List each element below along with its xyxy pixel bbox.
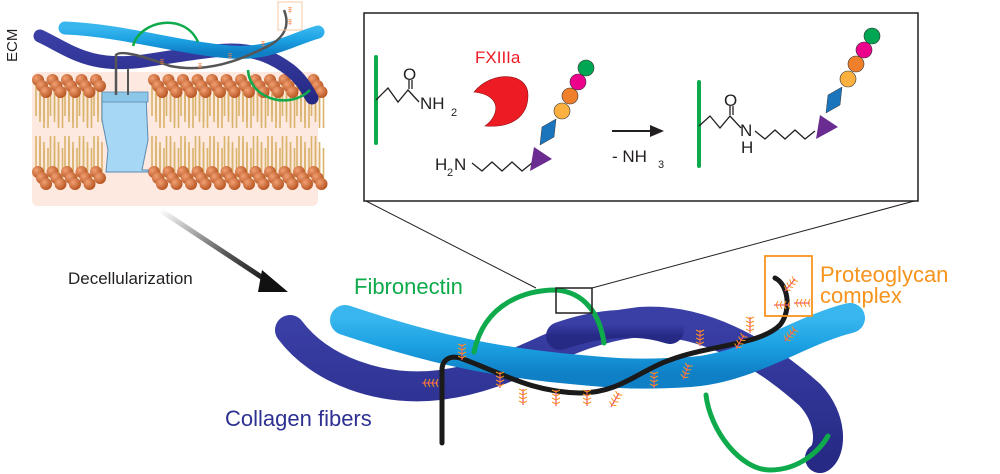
ecm-label: ECM [4, 29, 21, 62]
reactant1-subscript: 2 [451, 107, 457, 119]
proteoglycan-box [764, 255, 813, 317]
lipid-head [156, 86, 168, 98]
zoom-region-box [555, 287, 593, 314]
enzyme-label: FXIIIa [475, 48, 521, 67]
zoom-line-right [591, 199, 919, 289]
byproduct-label: - NH [612, 147, 647, 166]
lipid-head [185, 178, 197, 190]
glycan-circle-icon [839, 70, 857, 88]
glycan-circle-icon [553, 102, 571, 120]
cell-membrane-panel [32, 1, 328, 206]
product-chain-right [754, 129, 816, 140]
lipid-head [156, 178, 168, 190]
glycan-circle-icon [847, 55, 865, 73]
decellularization-arrow-head [258, 270, 288, 292]
lipid-head [257, 86, 270, 98]
fibronectin-label: Fibronectin [354, 274, 463, 299]
proteoglycan-side-chain-icon [745, 316, 755, 334]
collagen-fiber-light [330, 303, 865, 389]
glycan-circle-icon [569, 73, 587, 91]
lipid-head [286, 178, 299, 190]
lipid-head [40, 86, 52, 98]
byproduct-subscript: 3 [658, 159, 664, 171]
collagen-label: Collagen fibers [225, 406, 372, 431]
lipid-head [185, 86, 197, 98]
lipid-head [257, 178, 270, 190]
lipid-head [243, 178, 255, 190]
proteoglycan-side-chain-icon [793, 298, 811, 308]
glycan-triangle-icon [816, 115, 838, 139]
reactant1-oxygen: O [403, 65, 416, 84]
lipid-head [272, 86, 284, 98]
lipid-head [170, 86, 183, 98]
glycan-diamond-icon [825, 86, 843, 114]
proteoglycan-side-chain-icon [606, 390, 624, 410]
product-hydrogen: H [741, 138, 753, 157]
lipid-head [315, 86, 328, 98]
reactant2-h: H [435, 155, 447, 174]
lipid-head [40, 178, 52, 190]
lipid-head [94, 172, 106, 184]
reaction-inset: O NH 2 FXIIIa H 2 N - NH 3 O N H [363, 12, 919, 289]
lipid-head [286, 86, 299, 98]
lipid-head [54, 178, 67, 190]
inset-box [363, 12, 919, 202]
proteoglycan-label-line1: Proteoglycan [820, 262, 948, 287]
lipid-head [214, 178, 226, 190]
mini-fibronectin [131, 21, 200, 47]
glycan-circle-icon [855, 41, 873, 59]
lipid-head [199, 86, 212, 98]
lipid-head [315, 178, 328, 190]
mini-proteoglycan-box [277, 1, 303, 31]
mini-fibronectin-2 [246, 69, 311, 102]
reactant2-n: N [454, 155, 466, 174]
collagen-fiber-dark-over [546, 309, 684, 350]
product-chain-left [698, 115, 742, 130]
lipid-head [83, 178, 96, 190]
enzyme-icon [473, 76, 529, 127]
decellularization-label: Decellularization [68, 269, 193, 288]
glycan-diamond-icon [539, 118, 557, 146]
mini-proteoglycan-core [114, 9, 288, 95]
reactant1-amine: NH [420, 94, 445, 113]
lipid-head [83, 86, 96, 98]
fibronectin-arc-2 [703, 392, 831, 473]
zoom-line-left [363, 199, 537, 289]
reactant2-subscript: 2 [447, 167, 453, 179]
proteoglycan-core [439, 275, 790, 446]
lipid-head [272, 178, 284, 190]
lipid-head [69, 86, 81, 98]
decellularization-arrow-shaft [158, 207, 274, 287]
glycan-circle-icon [577, 59, 595, 77]
glycan-circle-icon [561, 87, 579, 105]
lipid-head [214, 86, 226, 98]
lipid-head [170, 178, 183, 190]
lipid-head [301, 178, 313, 190]
reaction-arrow-head [650, 125, 664, 137]
glycan-triangle-icon [530, 147, 552, 171]
proteoglycan-side-chain-icon [518, 388, 528, 406]
lipid-head [243, 86, 255, 98]
lipid-head [199, 178, 212, 190]
glycan-product [816, 27, 881, 139]
lipid-head [54, 86, 67, 98]
membrane-protein-cap [101, 91, 149, 103]
mini-pg [287, 18, 293, 26]
glycan-reactant [530, 59, 595, 171]
lipid-head [94, 80, 106, 92]
main-ecm-fibers [275, 255, 865, 473]
reactant2-chain [471, 161, 533, 172]
mini-collagen-light [58, 21, 325, 59]
lipid-head [228, 86, 241, 98]
proteoglycan-label-line2: complex [820, 283, 902, 308]
lipid-head [69, 178, 81, 190]
reactant1-chain [375, 86, 420, 104]
product-nitrogen: N [740, 121, 752, 140]
mini-pg [287, 6, 293, 14]
glycan-circle-icon [863, 27, 881, 45]
product-oxygen: O [724, 91, 737, 110]
lipid-head [228, 178, 241, 190]
membrane-protein-icon [101, 95, 149, 173]
